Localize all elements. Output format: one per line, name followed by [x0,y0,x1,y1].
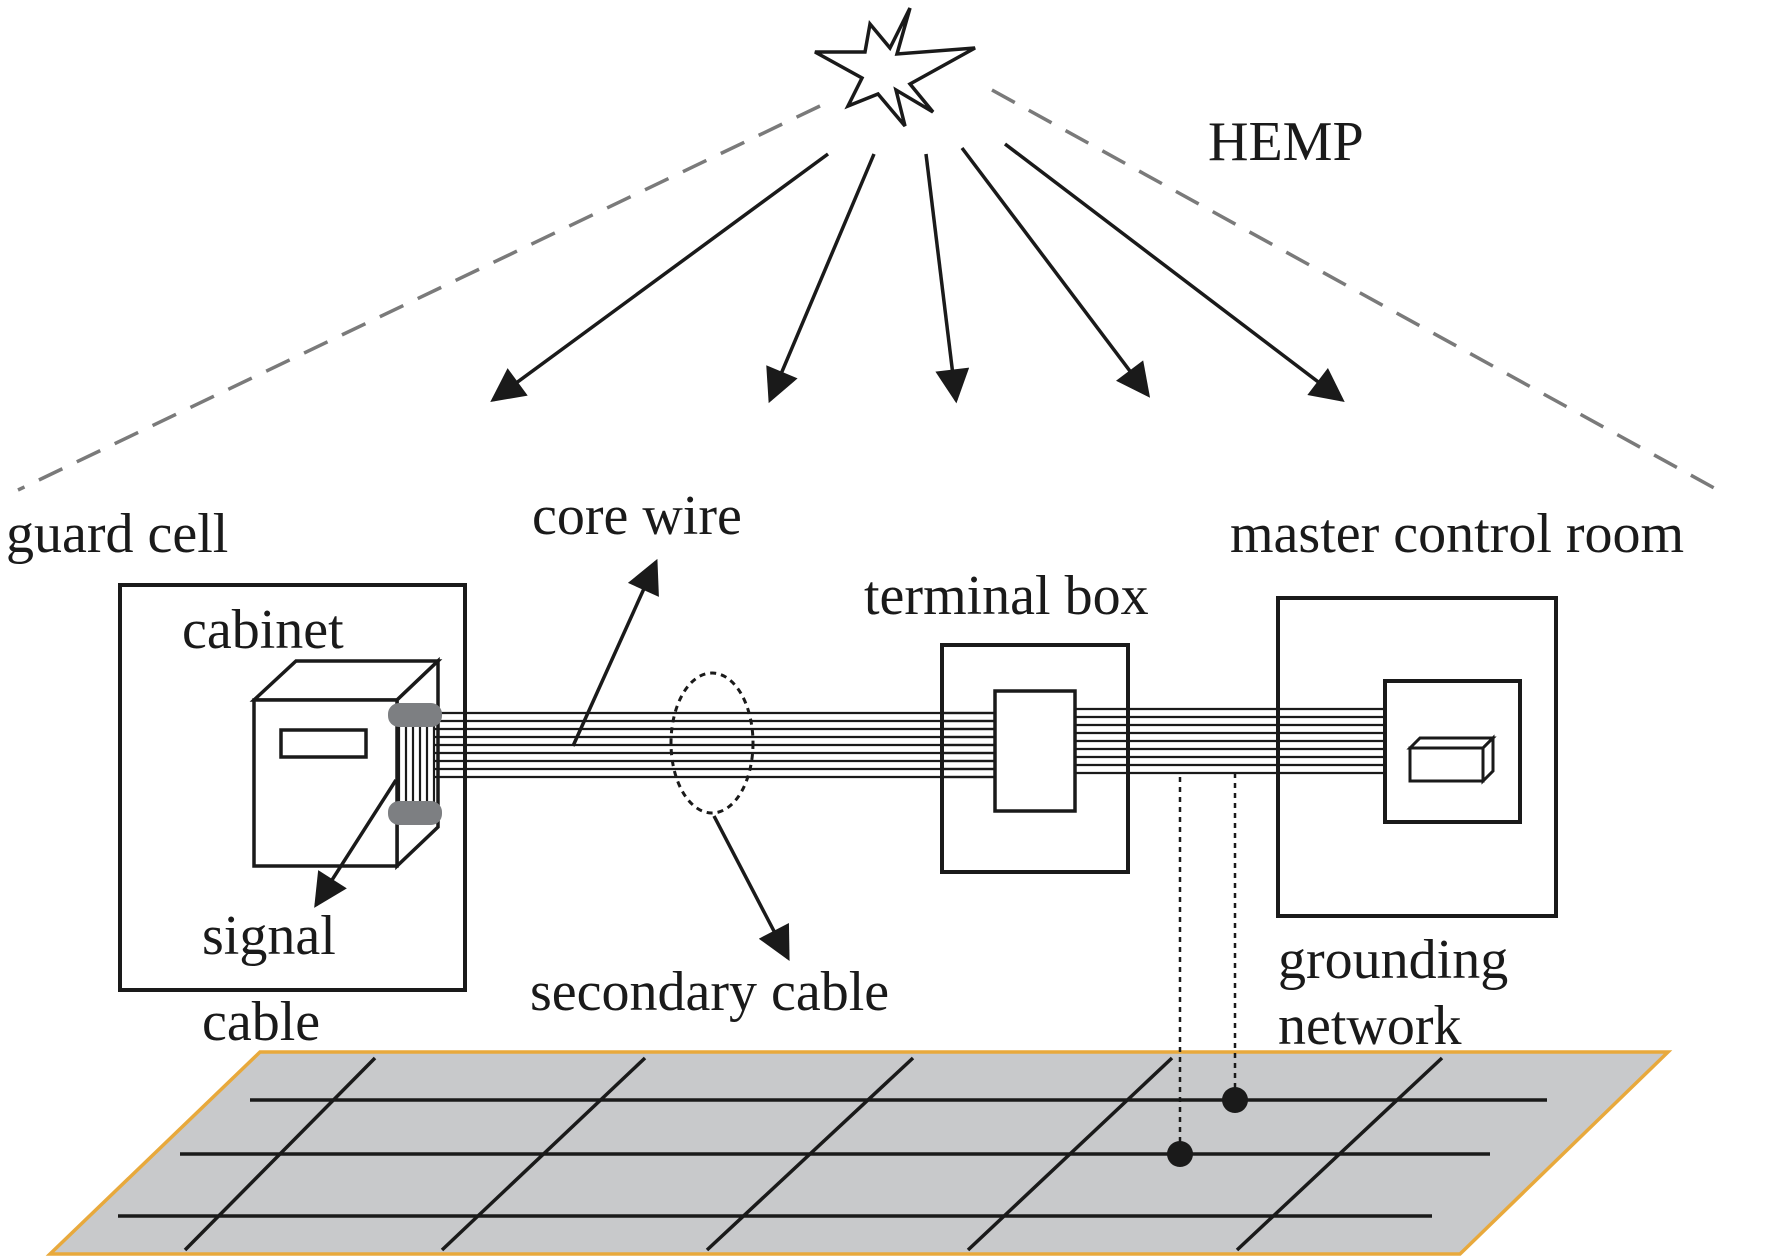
signal-cable [397,716,436,812]
secondary-cable-label: secondary cable [530,961,889,1023]
grounding-point-2 [1222,1087,1248,1113]
grounding-point-1 [1167,1141,1193,1167]
terminal-box [940,643,1130,874]
grounding-label: grounding [1278,929,1508,991]
core-wire-label: core wire [532,485,742,547]
signal-label: signal [202,905,336,967]
boundary-line-left [17,104,821,492]
cabinet-label: cabinet [182,599,344,661]
cable-clamp-top [388,703,442,727]
radiation-arrows [490,142,1345,404]
cabinet-display-panel [279,728,368,759]
signal-cable-pointer-arrow [314,779,398,908]
cabinet-front-face [252,698,399,868]
guard-cell-box [118,583,467,992]
grounding-grid [118,1056,1547,1252]
control-device [1406,734,1497,785]
master-control-room-box [1276,596,1558,918]
control-cable-bundle [1075,707,1385,775]
radiation-arrow [924,153,970,404]
hemp-label: HEMP [1208,111,1364,173]
secondary-cable-bundle [434,711,1000,779]
cable-clamp-bottom [388,801,442,825]
core-wire-pointer-arrow [571,558,659,747]
guard-cell-label: guard cell [6,503,228,565]
network-label: network [1278,995,1462,1057]
boundary-line-right [991,88,1726,496]
secondary-cable-marker [669,671,755,815]
explosion-star-icon [814,7,976,128]
control-panel [1383,679,1522,824]
radiation-arrow [766,153,876,404]
cabinet-side-face [395,656,440,871]
master-control-room-label: master control room [1230,503,1684,565]
radiation-arrow [960,146,1151,398]
secondary-cable-pointer-arrow [712,815,790,962]
terminal-block [993,689,1077,813]
radiation-arrow [490,152,830,403]
radiation-arrow [1003,142,1345,403]
terminal-box-label: terminal box [864,565,1149,627]
cable-label: cable [202,991,320,1053]
terminal-box-wires [942,711,995,779]
cabinet [249,656,443,871]
